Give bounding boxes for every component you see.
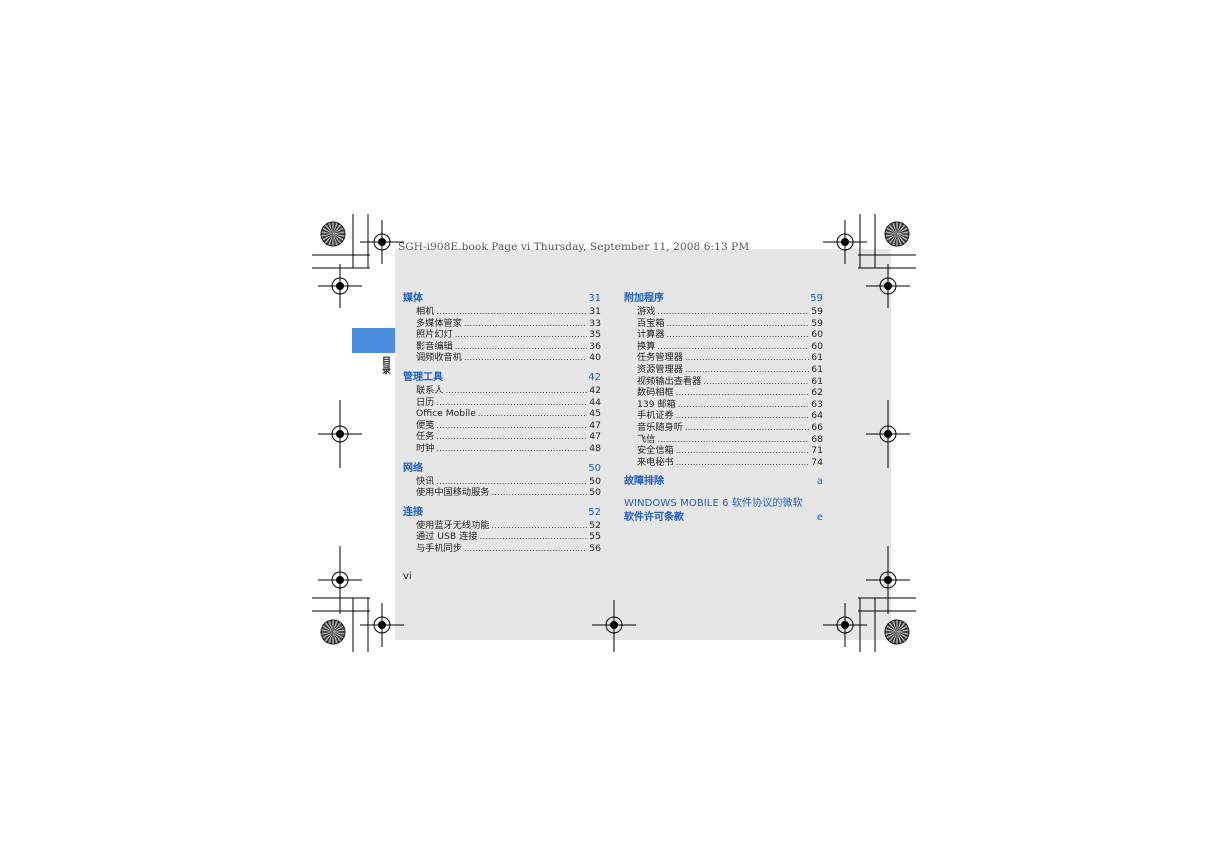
toc-entry[interactable]: 数码相框62: [624, 387, 823, 399]
license-heading[interactable]: WINDOWS MOBILE 6 软件协议的微软 软件许可条款 e: [624, 497, 823, 525]
registration-crosshair: [866, 264, 910, 308]
toc-entry[interactable]: 与手机同步56: [403, 543, 601, 555]
registration-star: [884, 619, 910, 645]
toc-entry[interactable]: 快讯50: [403, 476, 601, 488]
toc-entry[interactable]: 任务47: [403, 431, 601, 443]
toc-entry[interactable]: 百宝箱59: [624, 318, 823, 330]
toc-entry[interactable]: 使用蓝牙无线功能52: [403, 520, 601, 532]
license-title-line2: 软件许可条款: [624, 512, 684, 524]
page-number: vi: [403, 571, 412, 582]
toc-entry[interactable]: 影音编辑36: [403, 341, 601, 353]
toc-entry[interactable]: 来电秘书74: [624, 457, 823, 469]
toc-entry[interactable]: 飞信68: [624, 434, 823, 446]
toc-entry[interactable]: Office Mobile45: [403, 408, 601, 420]
side-label: 目录: [380, 356, 390, 374]
toc-entry[interactable]: 联系人42: [403, 385, 601, 397]
toc-entry[interactable]: 139 邮箱63: [624, 399, 823, 411]
toc-entry[interactable]: 手机证券64: [624, 410, 823, 422]
toc-entry[interactable]: 安全信箱71: [624, 445, 823, 457]
toc-entry[interactable]: 使用中国移动服务50: [403, 487, 601, 499]
toc-entry[interactable]: 资源管理器61: [624, 364, 823, 376]
toc-entry[interactable]: 游戏59: [624, 306, 823, 318]
toc-entry[interactable]: 日历44: [403, 397, 601, 409]
registration-crosshair: [360, 220, 404, 264]
toc-entry[interactable]: 计算器60: [624, 329, 823, 341]
toc-entry[interactable]: 照片幻灯35: [403, 329, 601, 341]
toc-entry[interactable]: 视频输出查看器61: [624, 376, 823, 388]
print-header: SGH-i908E.book Page vi Thursday, Septemb…: [398, 241, 750, 253]
registration-star: [320, 619, 346, 645]
toc-entry[interactable]: 调频收音机40: [403, 352, 601, 364]
toc-entry[interactable]: 多媒体管家33: [403, 318, 601, 330]
registration-crosshair: [360, 603, 404, 647]
toc-entry[interactable]: 通过 USB 连接55: [403, 531, 601, 543]
side-tab: [352, 328, 395, 353]
toc-entry[interactable]: 音乐随身听66: [624, 422, 823, 434]
toc-entry[interactable]: 相机31: [403, 306, 601, 318]
registration-star: [320, 221, 346, 247]
toc-entry[interactable]: 时钟48: [403, 443, 601, 455]
registration-crosshair: [318, 264, 362, 308]
license-title-line1: WINDOWS MOBILE 6 软件协议的微软: [624, 498, 803, 510]
registration-star: [884, 221, 910, 247]
toc-entry[interactable]: 任务管理器61: [624, 352, 823, 364]
license-page: e: [816, 512, 823, 524]
toc-entry[interactable]: 便笺47: [403, 420, 601, 432]
toc-entry[interactable]: 换算60: [624, 341, 823, 353]
